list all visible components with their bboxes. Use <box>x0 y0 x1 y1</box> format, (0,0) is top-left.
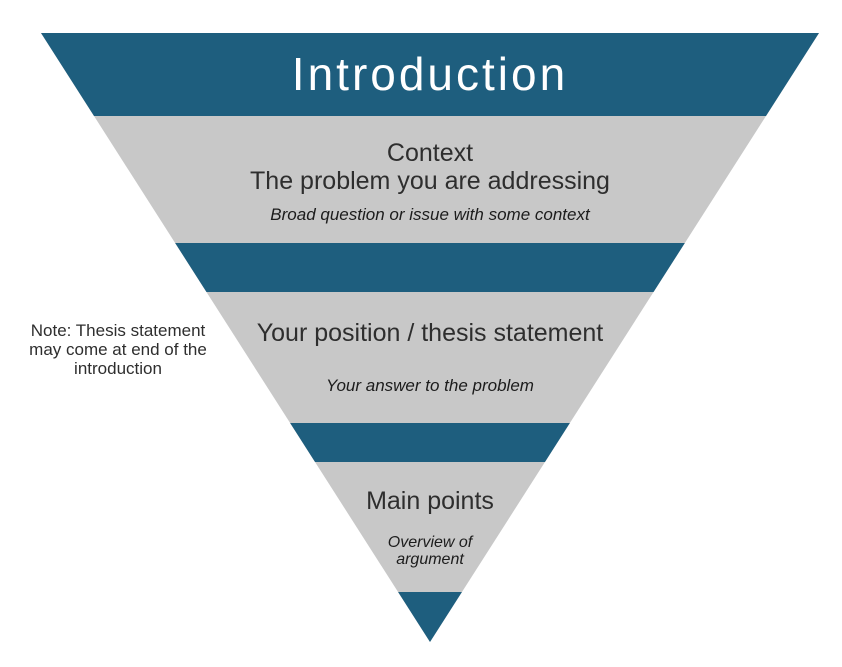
funnel-title: Introduction <box>291 48 569 100</box>
context-heading: Context The problem you are addressing <box>230 139 630 195</box>
side-note-line1: Note: Thesis statement <box>30 321 206 340</box>
position-detail: Your answer to the problem <box>326 376 534 395</box>
band-divider-1 <box>41 243 819 292</box>
band-introduction <box>41 33 819 116</box>
main-points-heading: Main points <box>366 487 494 515</box>
main-points-detail: Overview of argument <box>387 534 473 568</box>
context-heading-line2: The problem you are addressing <box>250 167 610 195</box>
position-heading: Your position / thesis statement <box>256 319 604 347</box>
side-note-line2: may come at end of the <box>29 340 207 359</box>
context-detail: Broad question or issue with some contex… <box>270 205 590 224</box>
side-note-line3: introduction <box>74 359 162 378</box>
band-divider-2 <box>41 423 819 462</box>
side-note: Note: Thesis statement may come at end o… <box>5 321 231 378</box>
context-heading-line1: Context <box>386 139 474 167</box>
band-tip <box>41 592 819 642</box>
